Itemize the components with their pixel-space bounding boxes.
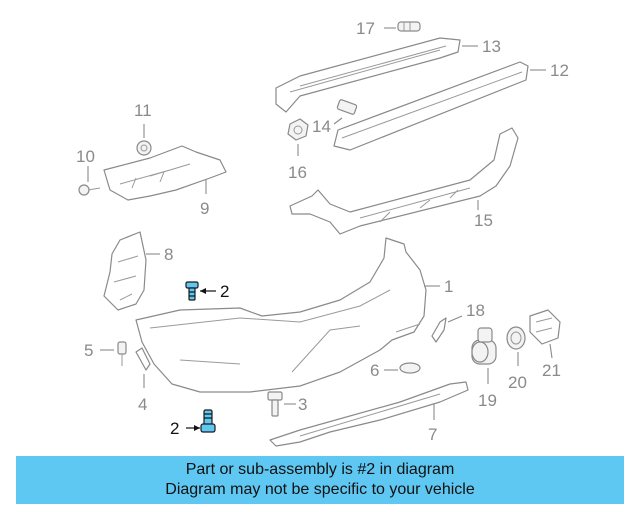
part-2-screw-lower	[200, 409, 216, 433]
callout-7: 7	[428, 425, 437, 444]
callout-3: 3	[298, 395, 307, 414]
callout-8: 8	[164, 245, 173, 264]
part-6-cap	[399, 362, 421, 374]
part-5-pin	[117, 341, 127, 366]
part-14-bolt	[336, 99, 358, 115]
part-7-lower-spoiler	[269, 381, 469, 447]
parts-diagram: 17 13 12 14 16 15 11 9	[76, 19, 569, 447]
part-12-reinforcement	[333, 61, 529, 151]
part-3-bolt	[267, 391, 283, 417]
callout-6: 6	[370, 361, 379, 380]
part-10-screw	[78, 184, 101, 196]
part-2-screw-upper	[185, 281, 199, 301]
part-20-grommet	[506, 326, 526, 350]
part-21-sensor-bracket	[529, 309, 561, 345]
banner-line-1: Part or sub-assembly is #2 in diagram	[185, 461, 455, 478]
part-1-bumper-cover	[135, 237, 427, 393]
part-19-sensor	[471, 327, 497, 365]
leader-21	[549, 343, 553, 359]
part-18-trim	[431, 317, 447, 343]
part-8-left-bracket	[103, 231, 147, 311]
callout-10: 10	[76, 147, 95, 166]
part-4-reflector	[135, 347, 151, 371]
part-11-clip	[136, 140, 152, 156]
info-banner: Part or sub-assembly is #2 in diagram Di…	[16, 456, 624, 504]
callout-20: 20	[508, 373, 527, 392]
callout-18: 18	[466, 301, 485, 320]
banner-line-2: Diagram may not be specific to your vehi…	[165, 481, 475, 498]
part-16-nut	[287, 118, 309, 141]
callout-13: 13	[482, 37, 501, 56]
callout-2-upper: 2	[220, 282, 229, 301]
arrow-2-lower	[194, 425, 200, 431]
part-9-side-bracket	[103, 145, 227, 201]
callout-14: 14	[312, 117, 331, 136]
callout-5: 5	[84, 341, 93, 360]
callout-4: 4	[138, 395, 147, 414]
callout-12: 12	[550, 61, 569, 80]
callout-15: 15	[474, 211, 493, 230]
callout-1: 1	[444, 277, 453, 296]
callout-9: 9	[200, 199, 209, 218]
arrow-2-upper	[200, 288, 206, 294]
callout-11: 11	[134, 101, 152, 120]
part-13-energy-absorber	[275, 37, 461, 113]
leader-18	[447, 315, 463, 323]
leader-14	[333, 117, 343, 125]
callout-19: 19	[478, 391, 497, 410]
callout-2-lower: 2	[170, 419, 179, 438]
callout-21: 21	[542, 361, 561, 380]
part-17-bumper-stop	[397, 21, 421, 32]
callout-17: 17	[356, 19, 375, 38]
part-15-bracket	[289, 127, 519, 235]
callout-16: 16	[288, 163, 307, 182]
